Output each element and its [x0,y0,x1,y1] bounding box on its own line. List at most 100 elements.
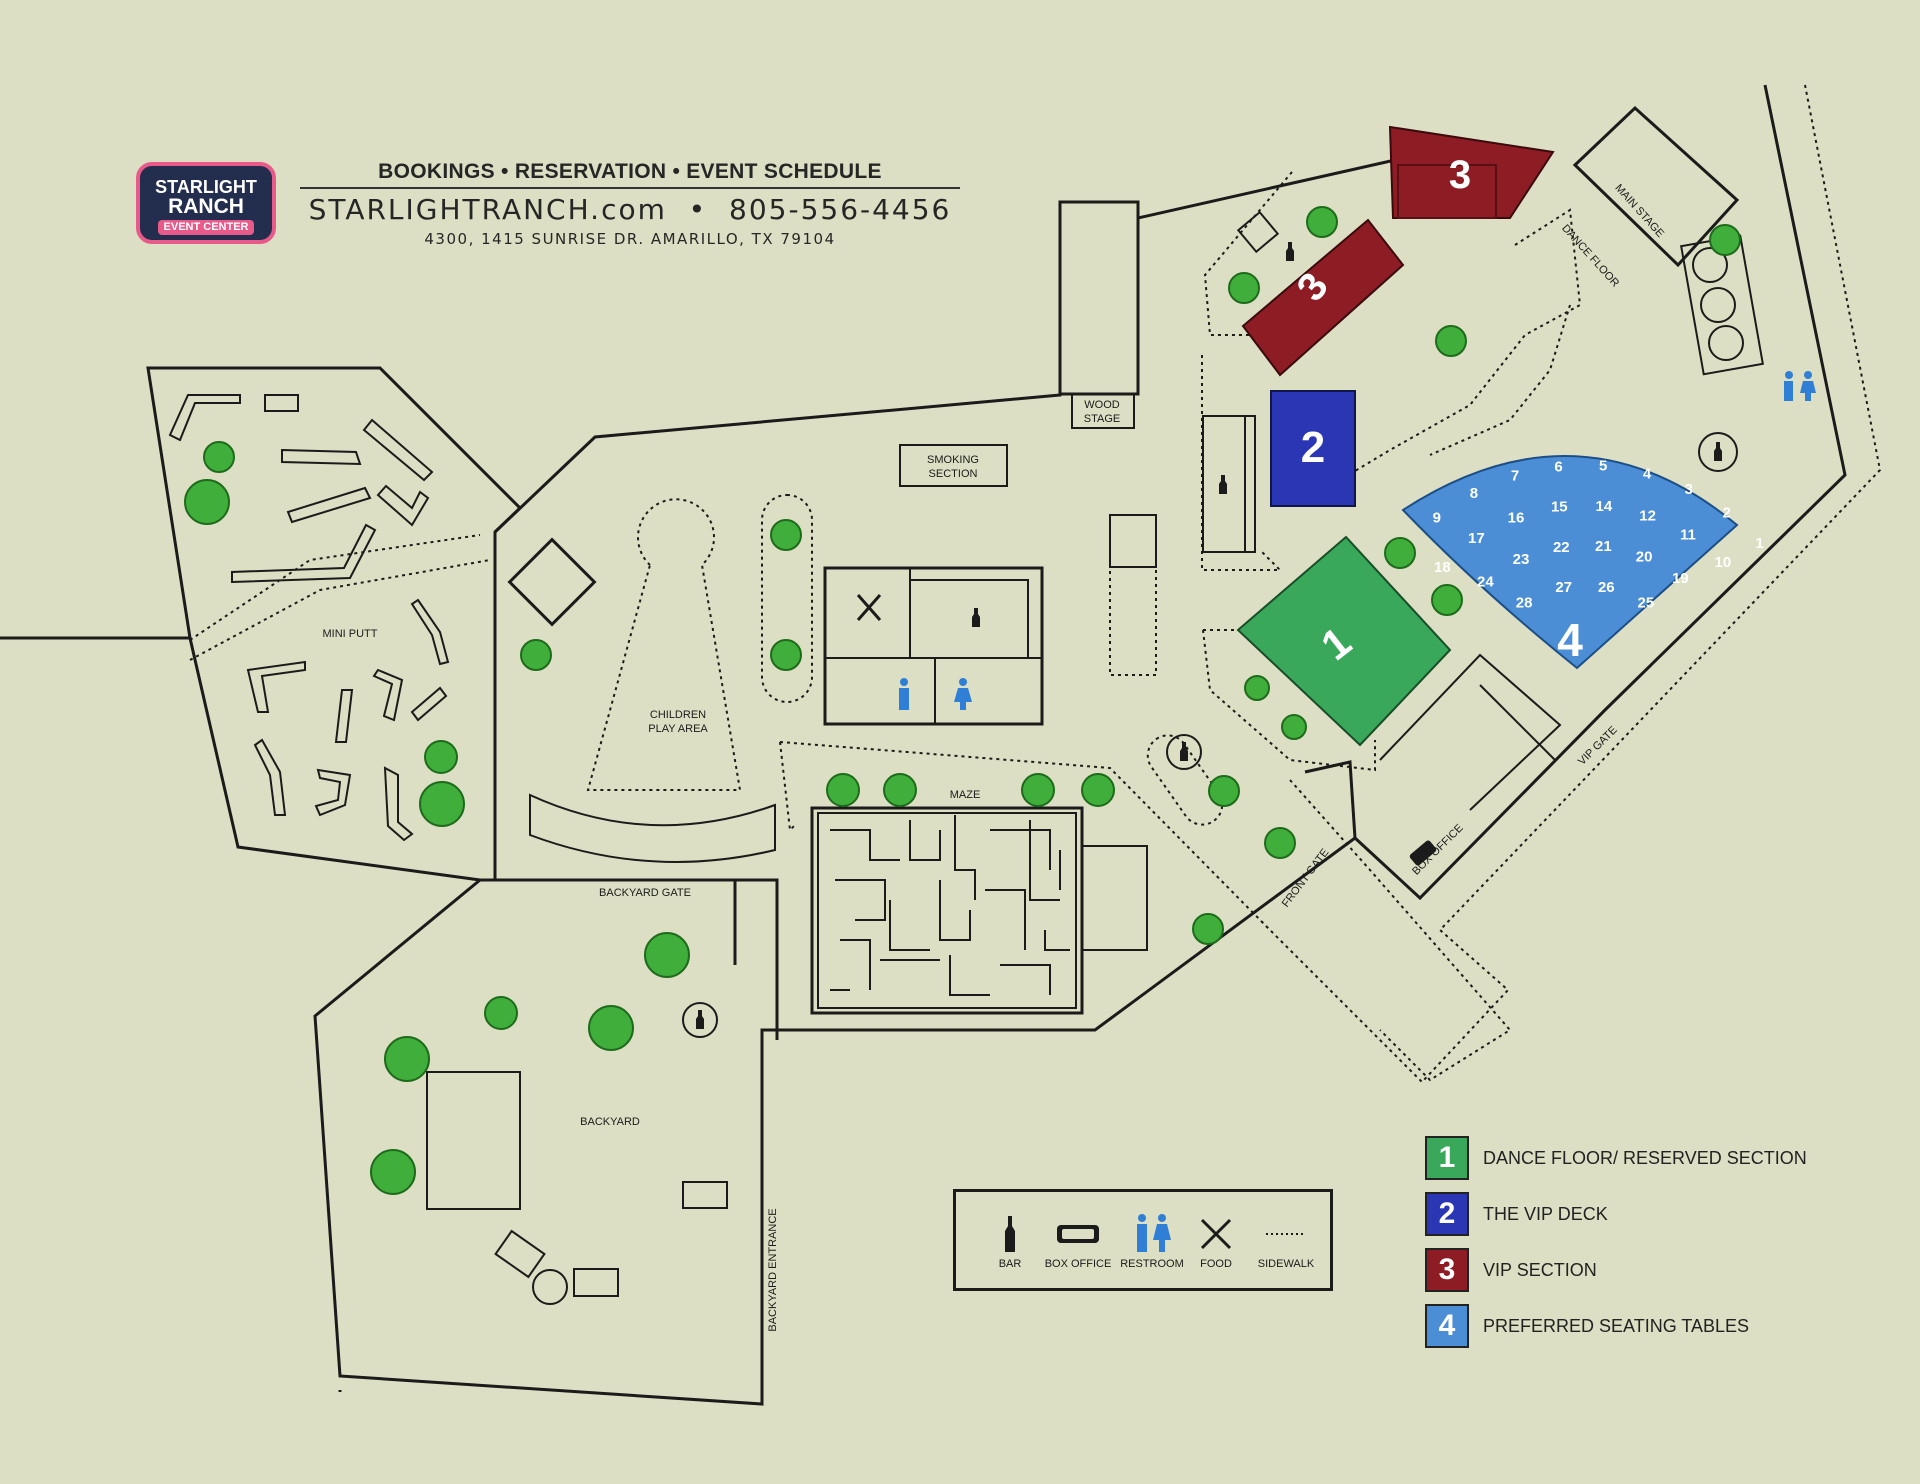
food-icon [1200,1218,1232,1250]
logo: STARLIGHT RANCH EVENT CENTER [136,162,276,244]
zone-4-seating[interactable] [1401,455,1739,670]
tree [1306,206,1338,238]
svg-text:SMOKING: SMOKING [927,454,979,466]
tree [1431,584,1463,616]
seating-table-number[interactable]: 12 [1639,507,1656,524]
box-office-icon [1409,840,1437,866]
header-contact: STARLIGHTRANCH.com • 805-556-4456 [308,193,952,226]
zone-2-vip-deck[interactable] [1270,390,1356,507]
seating-table-number[interactable]: 8 [1470,485,1478,502]
bar-icon [1005,1216,1015,1252]
seating-table-number[interactable]: 21 [1595,538,1612,555]
header-title: BOOKINGS • RESERVATION • EVENT SCHEDULE [300,160,960,189]
seating-table-number[interactable]: 16 [1508,510,1525,527]
seating-table-number[interactable]: 1 [1755,535,1763,552]
south-fence [313,84,1847,1406]
sidewalk-icon [1266,1233,1306,1235]
mini-putt-holes [168,394,450,842]
seating-table-number[interactable]: 24 [1477,573,1494,590]
tree [520,639,552,671]
header: BOOKINGS • RESERVATION • EVENT SCHEDULE … [300,160,960,248]
seating-table-number[interactable]: 5 [1599,458,1607,475]
maze-path [779,741,1271,931]
zone-3-top[interactable] [1388,125,1555,219]
legend-swatch-1: 1 [1425,1136,1469,1180]
children-play-area-label: CHILDREN [650,709,706,721]
tree [826,773,860,807]
food-icon [856,594,882,621]
restroom-icon [899,678,972,710]
kiosk [1109,514,1157,568]
seating-table-number[interactable]: 2 [1723,505,1731,522]
seating-table-number[interactable]: 3 [1685,481,1693,498]
restroom-icon [1137,1214,1171,1252]
zone-3-angled[interactable] [1241,218,1405,377]
box-office-icon [1057,1225,1099,1243]
seating-table-number[interactable]: 4 [1643,465,1652,482]
seating-table-number[interactable]: 14 [1596,498,1613,515]
seating-table-number[interactable]: 26 [1598,579,1615,596]
key-food: FOOD [1186,1210,1246,1270]
tree [1435,325,1467,357]
tree [644,932,690,978]
tree [588,1005,634,1051]
key-restroom: RESTROOM [1112,1210,1192,1270]
legend-item-1: 1 DANCE FLOOR/ RESERVED SECTION [1425,1130,1807,1186]
seating-table-number[interactable]: 6 [1554,459,1562,476]
backyard-stage [426,1071,521,1210]
gazebo [507,537,597,627]
tree [419,781,465,827]
tree [1281,714,1307,740]
tree [1021,773,1055,807]
seating-table-number[interactable]: 18 [1434,559,1451,576]
bar-marker-front [1166,734,1202,770]
tree [1192,913,1224,945]
legend-swatch-2: 2 [1425,1192,1469,1236]
legend-swatch-4: 4 [1425,1304,1469,1348]
svg-text:SECTION: SECTION [929,468,978,480]
seating-table-number[interactable]: 17 [1468,530,1485,547]
phone-number[interactable]: 805-556-4456 [729,193,952,226]
tree-path [761,494,813,703]
website-link[interactable]: STARLIGHTRANCH.com [308,193,667,226]
key-box-office: BOX OFFICE [1038,1210,1118,1270]
bleacher [1680,234,1764,376]
key-bar: BAR [990,1210,1030,1270]
trees [184,206,1741,1195]
tree [203,441,235,473]
seating-table-number[interactable]: 10 [1715,554,1732,571]
tree [1264,827,1296,859]
seating-table-number[interactable]: 15 [1551,499,1568,516]
tree [1244,675,1270,701]
seating-table-number[interactable]: 11 [1680,526,1696,543]
seating-table-number[interactable]: 25 [1638,595,1655,612]
bar-marker-backyard [682,1002,718,1038]
seating-table-number[interactable]: 9 [1433,510,1441,527]
seating-table-number[interactable]: 7 [1511,468,1519,485]
legend-item-2: 2 THE VIP DECK [1425,1186,1807,1242]
seating-table-number[interactable]: 23 [1513,551,1530,568]
legend: 1 DANCE FLOOR/ RESERVED SECTION 2 THE VI… [1425,1130,1807,1354]
address: 4300, 1415 SUNRISE DR. AMARILLO, TX 7910… [424,230,836,248]
svg-text:3: 3 [1449,153,1471,197]
bar-icon [972,608,980,627]
seating-table-number[interactable]: 22 [1553,539,1570,556]
seating-table-number[interactable]: 28 [1516,595,1533,612]
tree [1709,224,1741,256]
mini-putt-lower-edge [188,637,481,882]
seating-table-number[interactable]: 27 [1555,579,1572,596]
seating-table-number[interactable]: 19 [1672,570,1689,587]
outer-sidewalk [1259,84,1882,1084]
svg-text:VIP GATE: VIP GATE [1576,724,1620,768]
tree [1208,775,1240,807]
zone-1-dance-floor[interactable] [1236,535,1452,747]
maze [810,806,1148,1015]
play-area-bench [529,793,776,863]
key-sidewalk: SIDEWALK [1246,1210,1326,1270]
svg-text:4: 4 [1557,614,1583,666]
main-stage [1572,105,1740,268]
svg-text:BACKYARD: BACKYARD [580,1116,640,1128]
seating-table-number[interactable]: 20 [1636,549,1653,566]
svg-text:STAGE: STAGE [1084,413,1120,425]
